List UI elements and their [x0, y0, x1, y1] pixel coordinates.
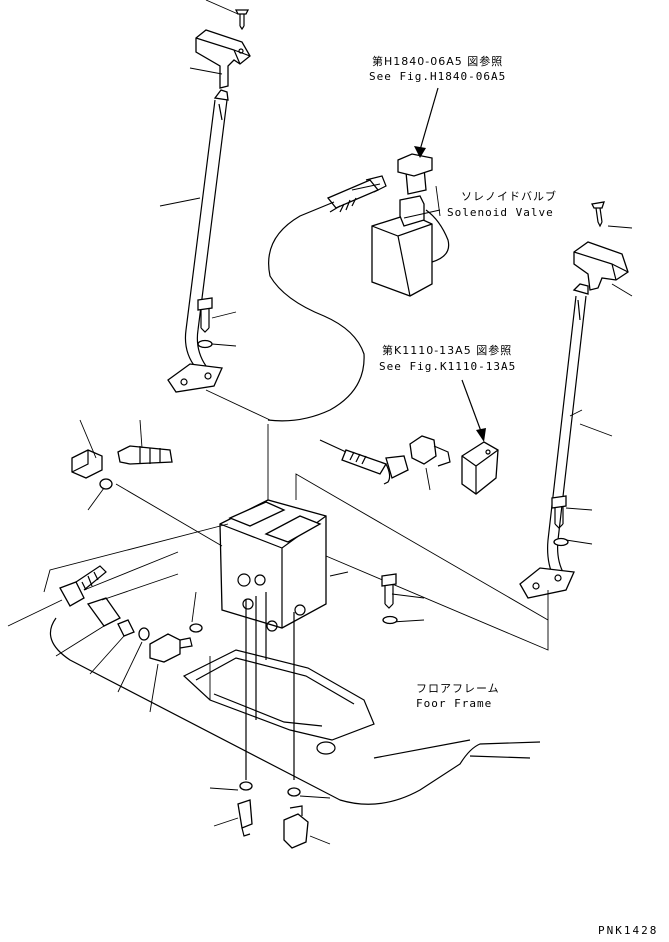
- floor-frame-label-jp: フロアフレーム: [416, 682, 500, 695]
- switch-reference-jp: 第K1110-13A5 図参照: [382, 344, 513, 357]
- bottom-fittings: [237, 781, 309, 849]
- solenoid-valve: [371, 153, 450, 297]
- drawing-code: PNK1428: [598, 924, 659, 937]
- hose-fitting-upper: [267, 175, 387, 422]
- left-lever-assembly: [167, 9, 251, 393]
- solenoid-reference-jp: 第H1840-06A5 図参照: [372, 55, 504, 68]
- solenoid-valve-label-jp: ソレノイドバルブ: [461, 190, 557, 203]
- right-lever-assembly: [519, 201, 629, 599]
- solenoid-reference-en: See Fig.H1840-06A5: [369, 70, 507, 83]
- switch-reference-en: See Fig.K1110-13A5: [379, 360, 517, 373]
- bolts-middle: [381, 573, 398, 625]
- hose-middle: [319, 439, 409, 485]
- floor-frame-label-en: Foor Frame: [416, 697, 493, 710]
- left-fittings: [59, 445, 203, 663]
- floor-frame: [49, 617, 541, 805]
- control-valve-block: [219, 499, 327, 780]
- reference-arrows: [414, 87, 486, 442]
- leader-lines: [7, 0, 633, 845]
- solenoid-valve-label-en: Solenoid Valve: [447, 206, 554, 219]
- limit-switch: [409, 435, 499, 495]
